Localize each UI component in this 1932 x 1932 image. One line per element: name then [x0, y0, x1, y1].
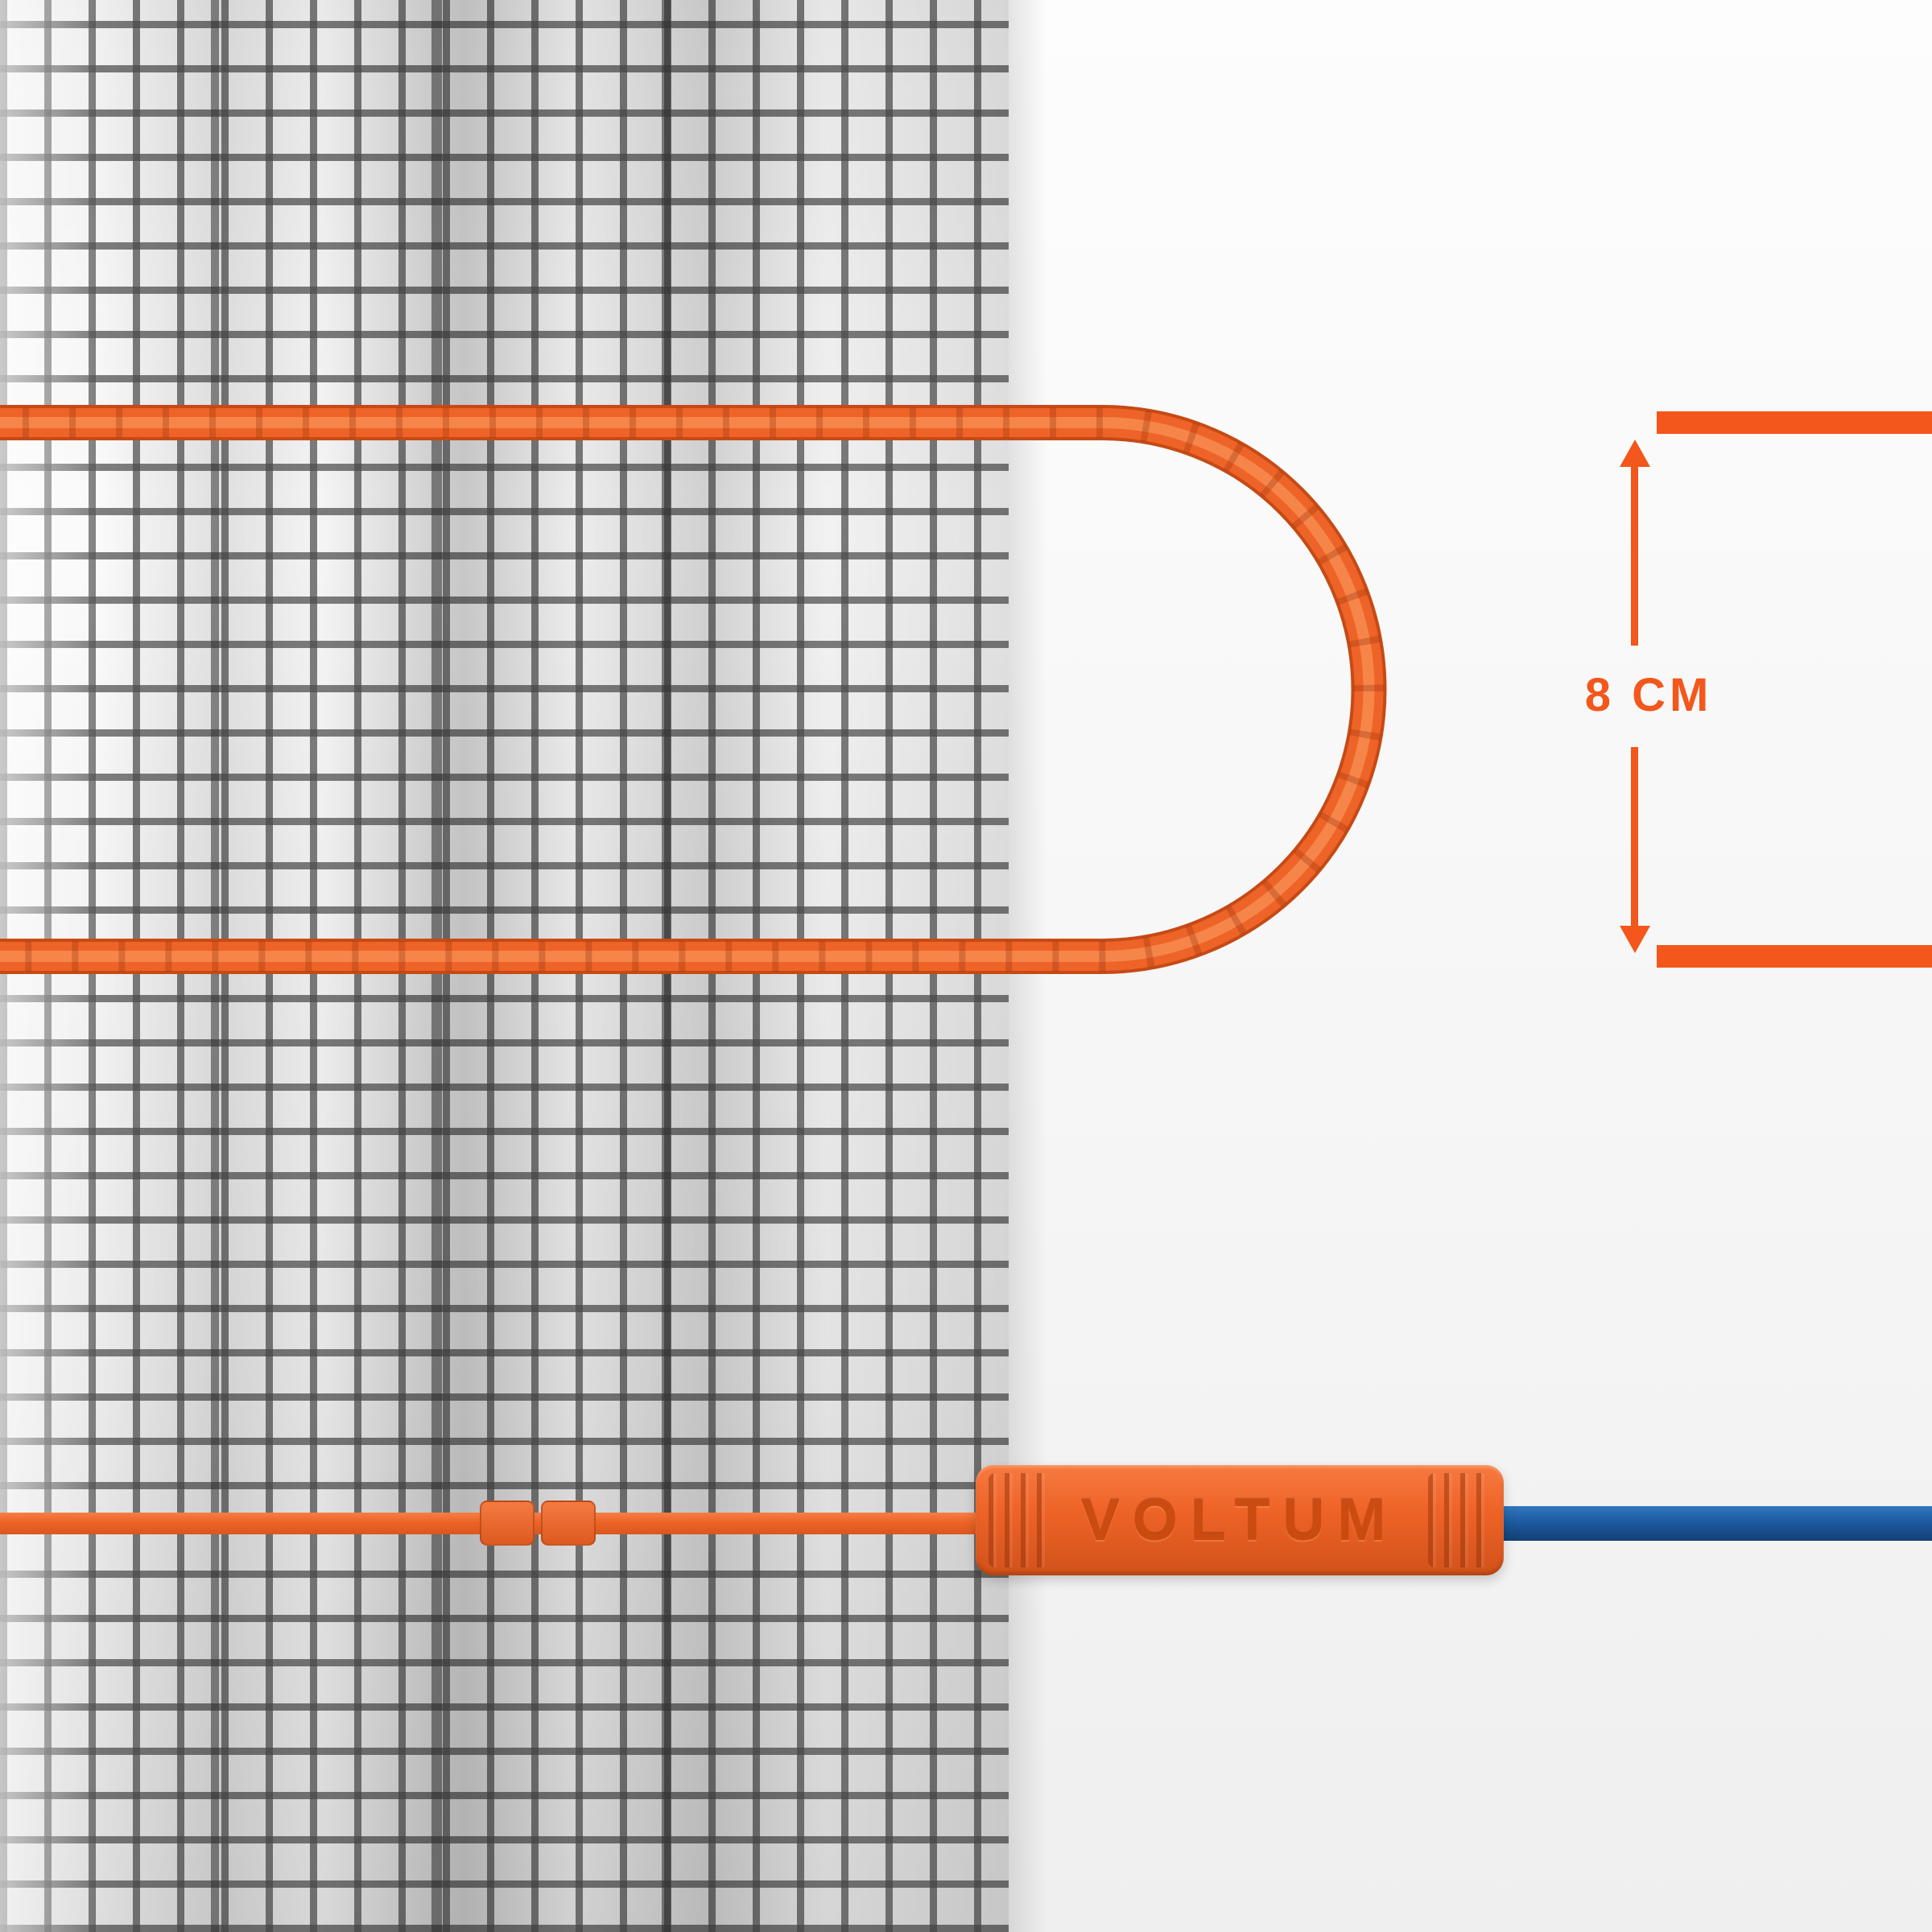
mesh-heavy-wire	[211, 0, 219, 1932]
mesh-heavy-wire	[431, 0, 442, 1932]
connector-rib-right	[1428, 1473, 1491, 1567]
mesh-grid	[0, 0, 1009, 1932]
cold-lead-cable-blue	[1494, 1506, 1932, 1541]
mesh-edge-shadow	[1009, 0, 1047, 1932]
mesh-heavy-wire	[662, 0, 671, 1932]
cable-splice-clip	[541, 1501, 596, 1546]
dimension-top-bar	[1657, 411, 1932, 434]
connector-rib-left	[989, 1473, 1051, 1567]
dimension-label: 8 CM	[1584, 669, 1713, 721]
brand-label: VOLTUM	[1080, 1488, 1399, 1553]
dimension-line	[1631, 465, 1638, 646]
cable-connector: VOLTUM	[976, 1465, 1504, 1575]
dimension-bottom-bar	[1657, 945, 1932, 968]
dimension-arrow-up-icon	[1620, 440, 1650, 467]
dimension-line	[1631, 747, 1638, 927]
dimension-arrow-down-icon	[1620, 926, 1650, 953]
cable-splice-clip	[480, 1501, 535, 1546]
